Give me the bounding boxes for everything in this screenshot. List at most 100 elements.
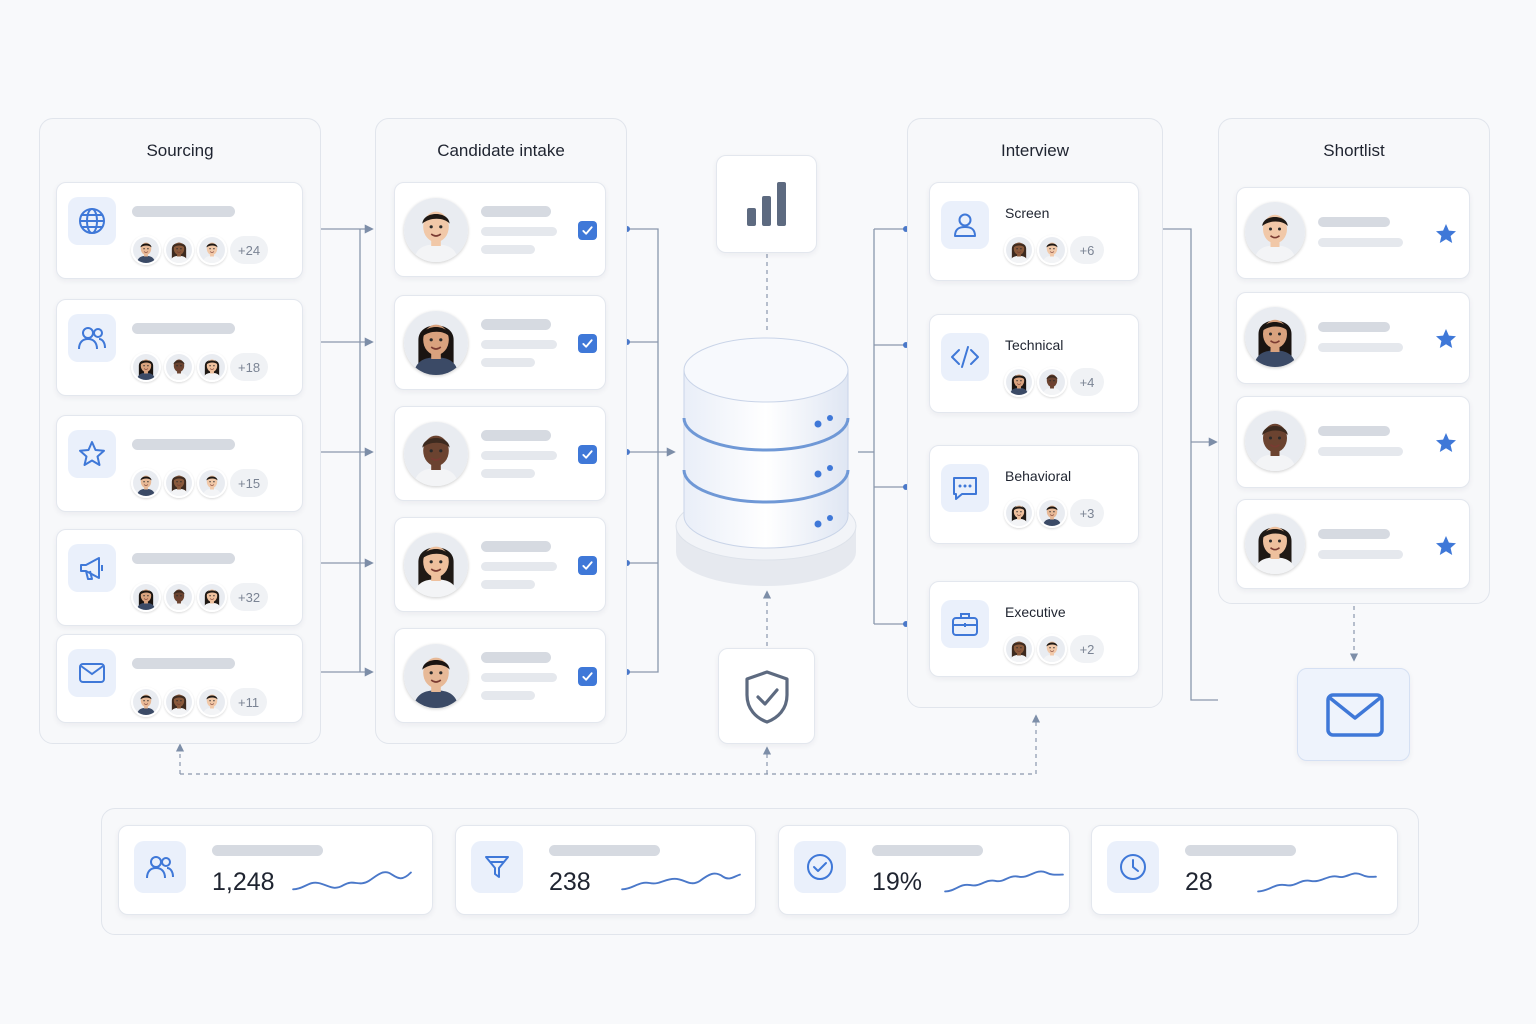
icon-box bbox=[941, 201, 989, 249]
shortlisted-candidate-card[interactable] bbox=[1236, 499, 1470, 589]
star-icon[interactable] bbox=[1434, 222, 1458, 246]
avatar bbox=[1004, 235, 1034, 265]
candidate-checkbox[interactable] bbox=[578, 556, 597, 575]
interview-title: Interview bbox=[1000, 141, 1070, 160]
email-output-card[interactable] bbox=[1297, 668, 1410, 761]
interview-stage-card[interactable]: Screen+6 bbox=[929, 182, 1139, 281]
interview-stage-label: Behavioral bbox=[1005, 468, 1072, 484]
sparkline bbox=[1256, 866, 1378, 900]
placeholder-bar bbox=[481, 245, 535, 254]
security-card[interactable] bbox=[718, 648, 815, 744]
placeholder-bar bbox=[132, 206, 235, 217]
placeholder-bar bbox=[481, 673, 557, 682]
icon-box bbox=[68, 197, 116, 245]
placeholder-bar bbox=[872, 845, 983, 856]
placeholder-bar bbox=[1318, 217, 1390, 227]
icon-box bbox=[1107, 841, 1159, 893]
sourcing-channel-card[interactable]: +15 bbox=[56, 415, 303, 512]
icon-box bbox=[941, 333, 989, 381]
sparkline bbox=[943, 866, 1065, 900]
shortlisted-candidate-card[interactable] bbox=[1236, 292, 1470, 384]
star-icon[interactable] bbox=[1434, 431, 1458, 455]
candidate-photo bbox=[1245, 202, 1305, 262]
avatar bbox=[131, 582, 161, 612]
candidate-card[interactable] bbox=[394, 182, 606, 277]
avatar bbox=[1004, 498, 1034, 528]
shortlisted-candidate-card[interactable] bbox=[1236, 187, 1470, 279]
icon-box bbox=[941, 464, 989, 512]
placeholder-bar bbox=[132, 553, 235, 564]
interview-stage-label: Executive bbox=[1005, 604, 1066, 620]
placeholder-bar bbox=[132, 658, 235, 669]
avatar bbox=[197, 582, 227, 612]
icon-box bbox=[68, 544, 116, 592]
bar-chart-icon bbox=[747, 182, 786, 226]
avatar bbox=[164, 687, 194, 717]
avatar-group: +15 bbox=[131, 468, 269, 498]
placeholder-bar bbox=[481, 358, 535, 367]
stat-card[interactable]: 1,248 bbox=[118, 825, 433, 915]
shortlisted-candidate-card[interactable] bbox=[1236, 396, 1470, 488]
placeholder-bar bbox=[481, 340, 557, 349]
filter-icon bbox=[485, 856, 509, 878]
interview-stage-card[interactable]: Executive+2 bbox=[929, 581, 1139, 677]
placeholder-bar bbox=[1185, 845, 1296, 856]
placeholder-bar bbox=[481, 652, 551, 663]
candidate-checkbox[interactable] bbox=[578, 334, 597, 353]
candidate-checkbox[interactable] bbox=[578, 445, 597, 464]
candidate-photo bbox=[1245, 514, 1305, 574]
mail-icon bbox=[79, 663, 105, 683]
placeholder-bar bbox=[132, 323, 235, 334]
star-icon[interactable] bbox=[1434, 327, 1458, 351]
sourcing-channel-card[interactable]: +18 bbox=[56, 299, 303, 396]
star-icon bbox=[79, 441, 105, 466]
candidate-photo bbox=[404, 422, 468, 486]
candidate-checkbox[interactable] bbox=[578, 667, 597, 686]
avatar bbox=[1037, 367, 1067, 397]
interview-stage-card[interactable]: Technical+4 bbox=[929, 314, 1139, 413]
sparkline bbox=[291, 866, 413, 900]
globe-icon bbox=[79, 208, 105, 234]
candidate-card[interactable] bbox=[394, 628, 606, 723]
candidate-checkbox[interactable] bbox=[578, 221, 597, 240]
candidate-card[interactable] bbox=[394, 517, 606, 612]
placeholder-bar bbox=[132, 439, 235, 450]
avatar-group: +3 bbox=[1004, 498, 1104, 528]
avatar-count-badge: +11 bbox=[230, 688, 268, 716]
candidate-photo bbox=[404, 644, 468, 708]
avatar bbox=[1037, 498, 1067, 528]
code-icon bbox=[951, 346, 979, 368]
avatar bbox=[197, 352, 227, 382]
avatar-count-badge: +18 bbox=[230, 353, 269, 381]
avatar-group: +6 bbox=[1004, 235, 1104, 265]
sourcing-title: Sourcing bbox=[146, 141, 214, 160]
avatar bbox=[131, 352, 161, 382]
star-icon[interactable] bbox=[1434, 534, 1458, 558]
check-icon bbox=[582, 672, 593, 681]
stat-card[interactable]: 28 bbox=[1091, 825, 1398, 915]
avatar bbox=[131, 468, 161, 498]
stat-card[interactable]: 19% bbox=[778, 825, 1070, 915]
placeholder-bar bbox=[481, 206, 551, 217]
sourcing-channel-card[interactable]: +32 bbox=[56, 529, 303, 626]
icon-box bbox=[471, 841, 523, 893]
shortlist-title: Shortlist bbox=[1323, 141, 1385, 160]
avatar bbox=[197, 468, 227, 498]
sourcing-channel-card[interactable]: +11 bbox=[56, 634, 303, 723]
analytics-card[interactable] bbox=[716, 155, 817, 253]
avatar-group: +4 bbox=[1004, 367, 1104, 397]
stat-value: 28 bbox=[1185, 868, 1213, 896]
candidate-photo bbox=[1245, 411, 1305, 471]
placeholder-bar bbox=[481, 691, 535, 700]
stat-card[interactable]: 238 bbox=[455, 825, 756, 915]
candidate-photo bbox=[404, 198, 468, 262]
check-icon bbox=[582, 339, 593, 348]
mail-icon bbox=[1326, 693, 1384, 737]
candidate-photo bbox=[404, 533, 468, 597]
avatar bbox=[197, 687, 227, 717]
sourcing-channel-card[interactable]: +24 bbox=[56, 182, 303, 279]
interview-stage-card[interactable]: Behavioral +3 bbox=[929, 445, 1139, 544]
candidate-card[interactable] bbox=[394, 295, 606, 390]
candidate-card[interactable] bbox=[394, 406, 606, 501]
avatar bbox=[1004, 367, 1034, 397]
